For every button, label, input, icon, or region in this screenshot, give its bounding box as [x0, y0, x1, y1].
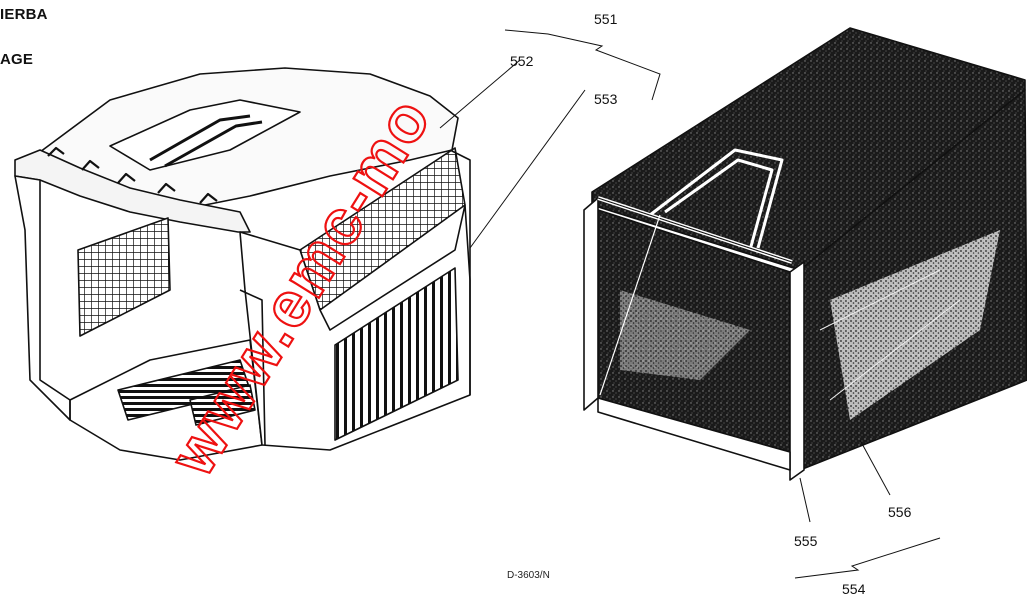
catcher-left-mesh: [77, 217, 171, 337]
callout-551: 551: [594, 11, 618, 27]
lid-handle-recess: [109, 99, 301, 171]
fabric-grass-bag: [583, 27, 1027, 481]
callout-556: 556: [888, 504, 912, 520]
header-title-line2: AGE: [0, 51, 34, 68]
bag-frame-right-tube: [789, 261, 805, 481]
leader-lines-left: [439, 29, 661, 249]
callout-552: 552: [510, 53, 534, 69]
bag-handle-frame: [649, 148, 784, 251]
rigid-grass-catcher: [14, 67, 471, 461]
catcher-lower-right-slots: [334, 267, 459, 441]
catcher-front-lip: [14, 149, 251, 233]
header-title-line1: IERBA: [0, 6, 48, 23]
catcher-left-wall: [14, 175, 71, 421]
callout-555: 555: [794, 533, 818, 549]
bag-frame-left-tube: [583, 197, 599, 411]
leader-lines-right: [794, 439, 941, 579]
callout-553: 553: [594, 91, 618, 107]
bag-frame-bottom-tube: [597, 397, 791, 471]
callout-554: 554: [842, 581, 866, 596]
drawing-code: D-3603/N: [507, 570, 550, 581]
